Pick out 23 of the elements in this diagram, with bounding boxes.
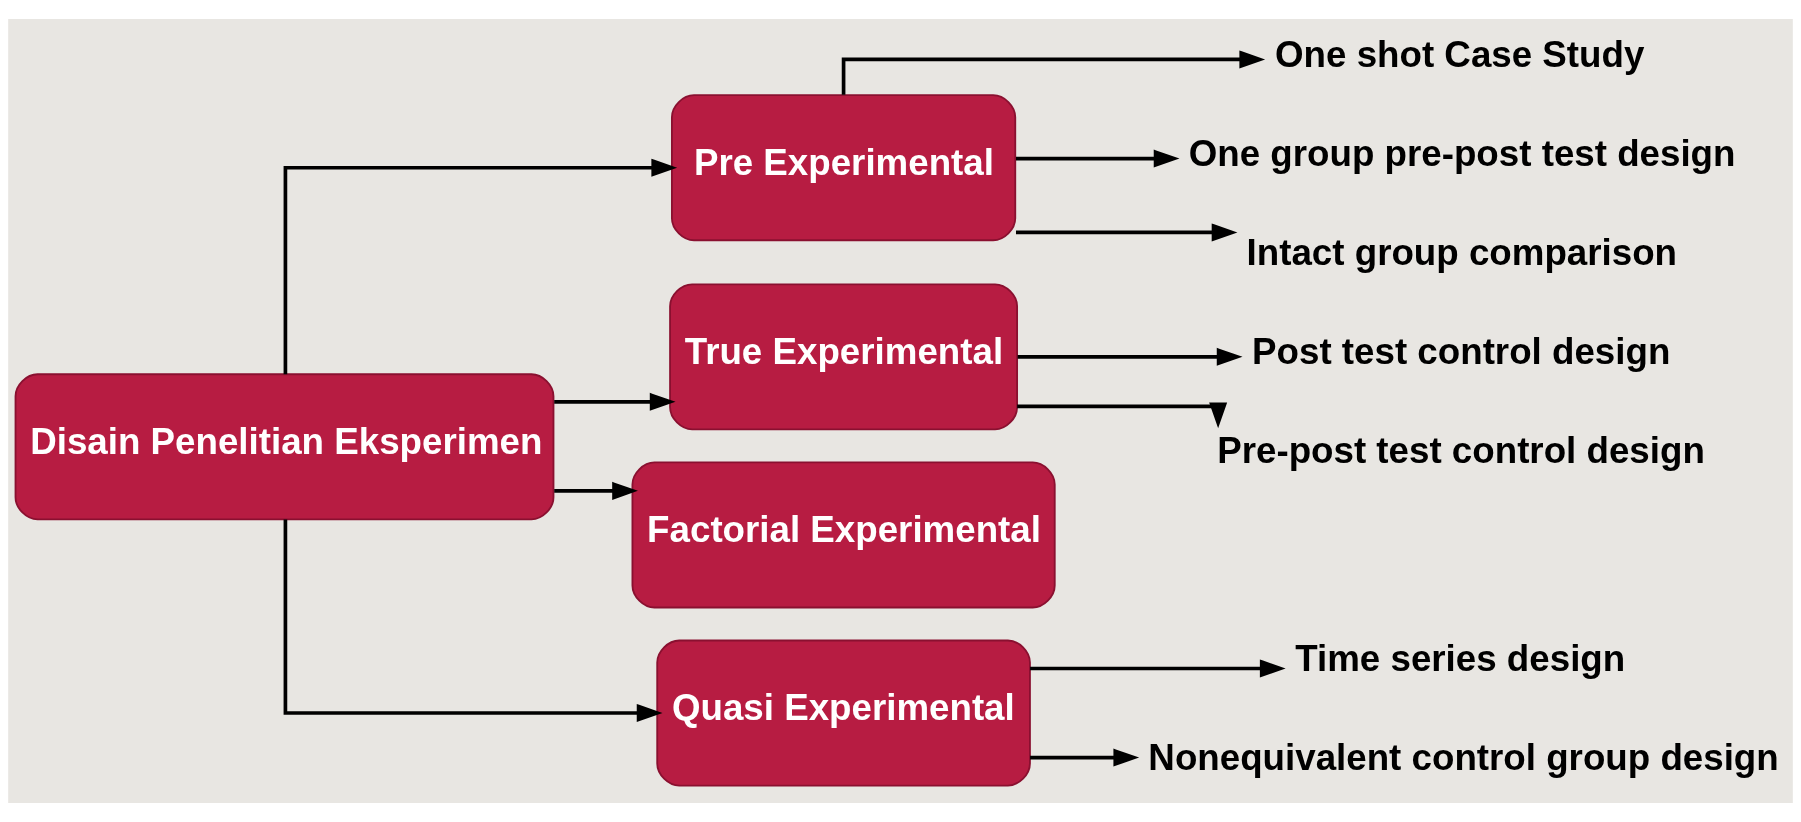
- arrow: [1017, 402, 1228, 429]
- node-text: Pre-post test control design: [1217, 430, 1705, 472]
- node-text: Nonequivalent control group design: [1148, 736, 1779, 778]
- arrow: [554, 392, 676, 411]
- node-box: Disain Penelitian Eksperimen: [14, 373, 555, 521]
- arrow: [1016, 149, 1180, 168]
- arrow: [1030, 659, 1286, 678]
- node-text: One shot Case Study: [1275, 33, 1645, 75]
- node-box: Factorial Experimental: [631, 461, 1056, 609]
- arrow: [841, 50, 1266, 95]
- arrow: [1017, 347, 1243, 366]
- node-text: Intact group comparison: [1246, 232, 1678, 274]
- arrow: [283, 519, 663, 723]
- node-text: Time series design: [1295, 637, 1626, 679]
- node-box: Quasi Experimental: [656, 639, 1031, 787]
- node-text: Post test control design: [1252, 331, 1671, 373]
- arrow: [283, 158, 678, 375]
- arrow: [1016, 223, 1238, 242]
- arrow: [554, 481, 638, 500]
- node-box: True Experimental: [669, 283, 1018, 431]
- node-text: One group pre-post test design: [1188, 132, 1736, 174]
- arrow: [1030, 748, 1140, 767]
- node-box: Pre Experimental: [671, 94, 1017, 242]
